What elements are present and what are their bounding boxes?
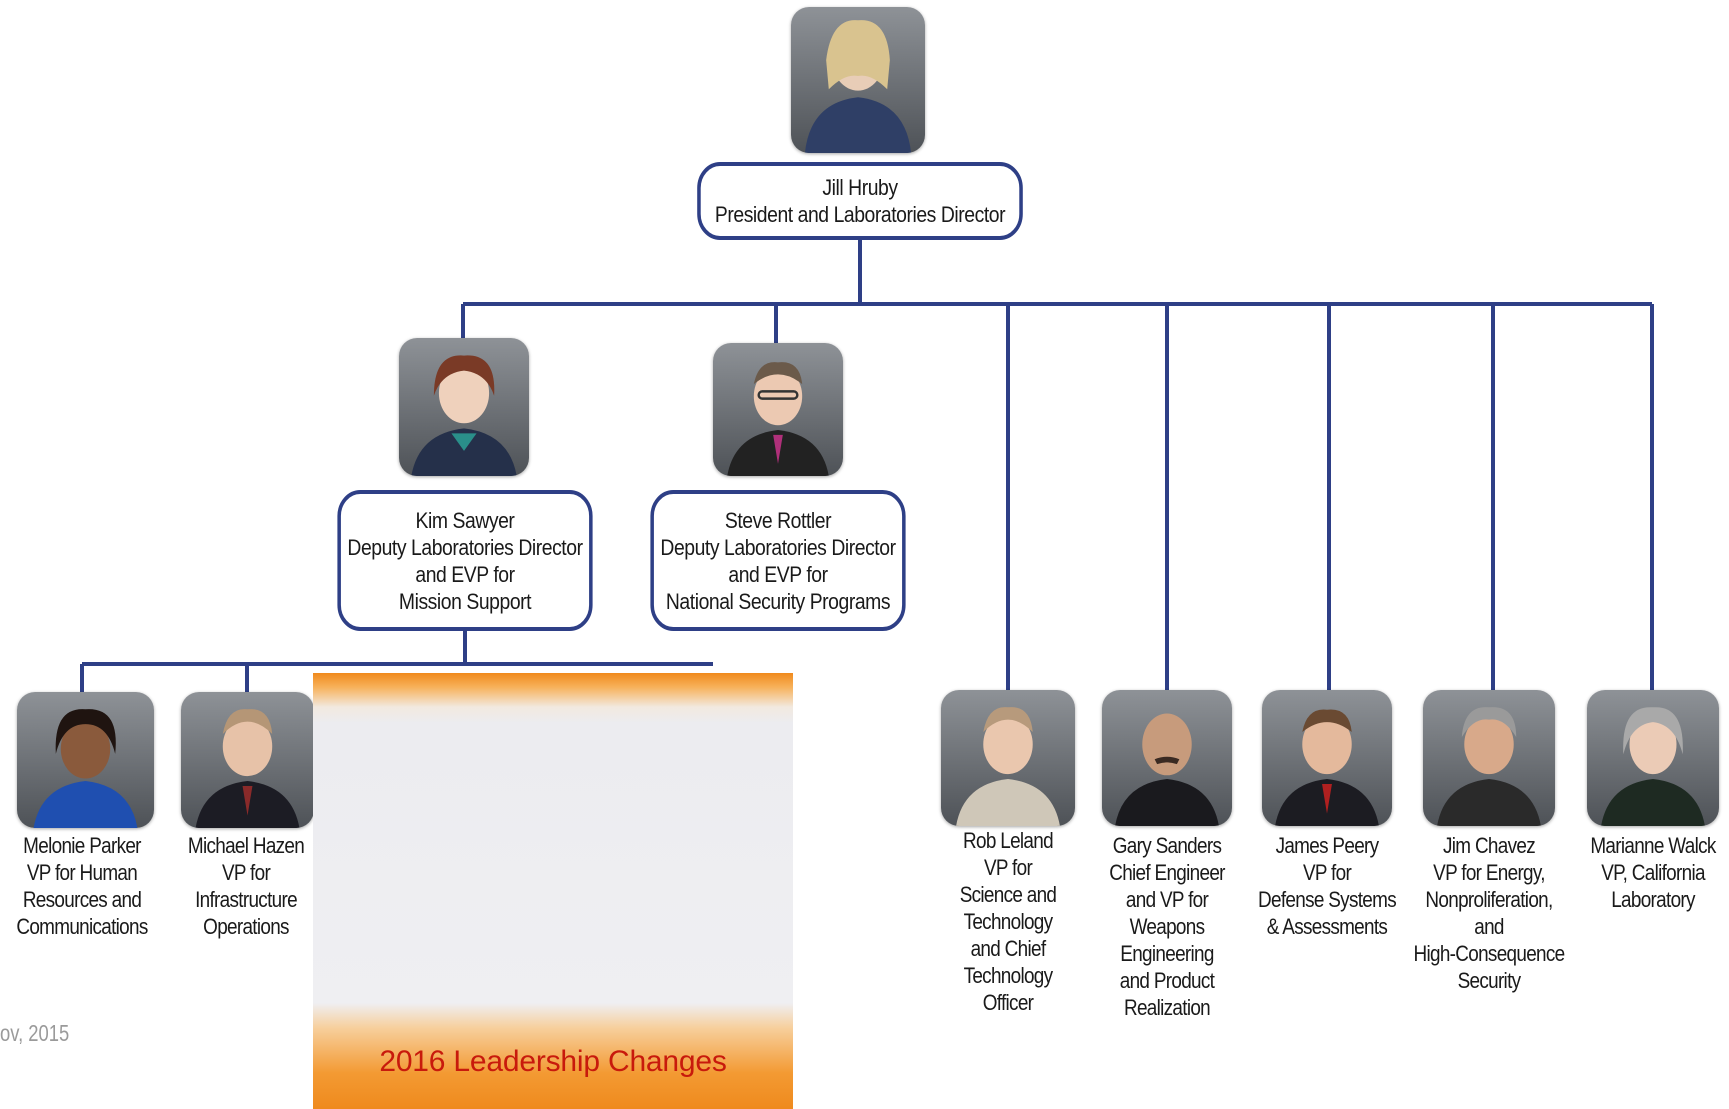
avatar-melonie-parker [17,692,154,828]
avatar-rob-leland [941,690,1075,826]
node-title-line: Deputy Laboratories Director [347,534,583,560]
node-name: Jill Hruby [822,175,898,200]
vp-rob-leland: Rob Leland VP for Science and Technology… [939,827,1077,1016]
vp-line: Resources and [22,887,142,912]
node-name: Kim Sawyer [415,507,515,533]
vp-line: VP for [221,860,271,885]
avatar-gary-sanders [1102,690,1232,826]
vp-jim-chavez: Jim Chavez VP for Energy, Nonproliferati… [1407,832,1570,994]
vp-line: Science and [959,882,1057,907]
vp-line: Nonproliferation, [1425,887,1553,912]
vp-line: Officer [982,990,1034,1015]
vp-line: Realization [1123,995,1211,1020]
vp-line: Operations [203,914,289,939]
vp-line: James Peery [1275,833,1380,858]
node-title-line: Deputy Laboratories Director [660,534,896,560]
vp-line: VP for [1302,860,1352,885]
vp-line: Technology [963,963,1054,988]
vp-line: Security [1457,968,1522,993]
vp-line: Chief Engineer [1109,860,1225,885]
vp-line: VP for [983,855,1033,880]
vp-line: High-Consequence [1413,941,1566,966]
vp-line: Jim Chavez [1443,833,1536,858]
node-kim-sawyer: Kim Sawyer Deputy Laboratories Director … [337,490,593,631]
avatar-jim-chavez [1423,690,1555,826]
node-title-line: Mission Support [398,588,532,614]
avatar-michael-hazen [181,692,314,828]
vp-line: & Assessments [1266,914,1388,939]
vp-line: VP for Human [26,860,138,885]
footnote-date: ov, 2015 [0,1020,70,1046]
leadership-changes-panel: 2016 Leadership Changes [313,673,793,1109]
avatar-kim-sawyer [399,338,529,476]
vp-line: Weapons [1129,914,1205,939]
vp-line: Melonie Parker [23,833,141,858]
vp-line: Michael Hazen [187,833,305,858]
vp-line: Communications [16,914,148,939]
vp-michael-hazen: Michael Hazen VP for Infrastructure Oper… [177,832,315,940]
node-title-line: National Security Programs [665,588,891,614]
vp-line: and Chief [970,936,1046,961]
vp-line: Infrastructure [195,887,298,912]
node-steve-rottler: Steve Rottler Deputy Laboratories Direct… [650,490,906,631]
vp-melonie-parker: Melonie Parker VP for Human Resources an… [13,832,151,940]
vp-marianne-walck: Marianne Walck VP, California Laboratory [1580,832,1726,913]
vp-line: and [1474,914,1504,939]
vp-line: Engineering [1120,941,1214,966]
avatar-james-peery [1262,690,1392,826]
vp-line: and VP for [1125,887,1209,912]
node-title-line: and EVP for [415,561,515,587]
node-title-line: and EVP for [728,561,828,587]
vp-james-peery: James Peery VP for Defense Systems & Ass… [1254,832,1400,940]
vp-line: VP, California [1601,860,1705,885]
vp-line: Defense Systems [1258,887,1397,912]
vp-gary-sanders: Gary Sanders Chief Engineer and VP for W… [1096,832,1237,1021]
vp-line: and Product [1119,968,1215,993]
vp-line: Marianne Walck [1590,833,1716,858]
node-title: President and Laboratories Director [714,202,1006,227]
vp-line: Gary Sanders [1112,833,1222,858]
vp-line: Rob Leland [963,828,1054,853]
vp-line: VP for Energy, [1433,860,1545,885]
node-jill-hruby: Jill Hruby President and Laboratories Di… [697,162,1023,240]
avatar-steve-rottler [713,343,843,476]
vp-line: Technology [963,909,1054,934]
panel-title: 2016 Leadership Changes [379,1045,727,1078]
node-name: Steve Rottler [724,507,832,533]
avatar-jill-hruby [791,7,925,153]
avatar-marianne-walck [1587,690,1719,826]
vp-line: Laboratory [1611,887,1695,912]
